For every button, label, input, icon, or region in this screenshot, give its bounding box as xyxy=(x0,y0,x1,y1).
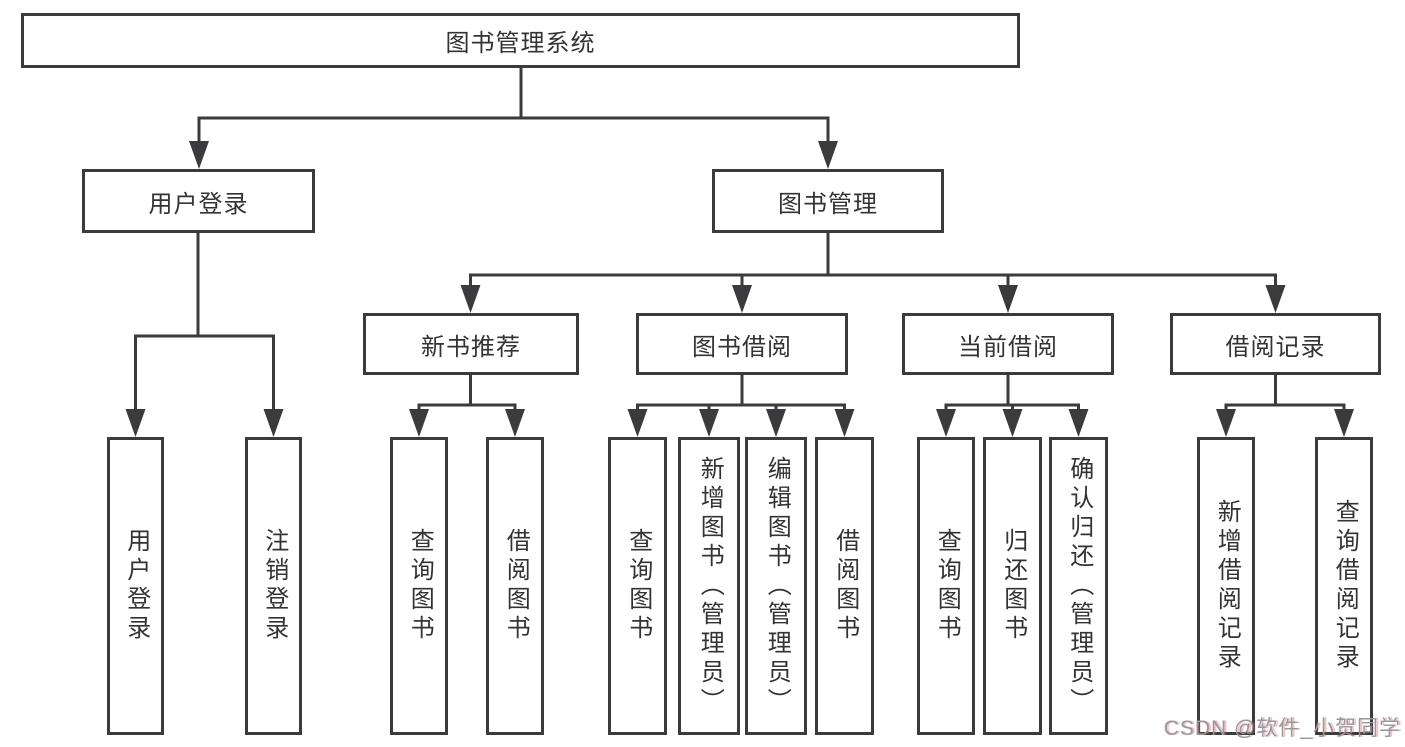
leaf-bb-query-books-label: 查询图书 xyxy=(624,528,652,644)
leaf-bb-borrow-books-label: 借阅图书 xyxy=(831,528,859,644)
leaf-bb-add-books-admin-label: 新增图书（管理员） xyxy=(696,455,724,717)
edge-current-borrow-split xyxy=(944,375,1080,409)
leaf-bb-add-books-admin: 新增图书（管理员） xyxy=(678,437,740,735)
edge-book-mgmt-split xyxy=(469,273,1277,285)
leaf-bb-edit-books-admin-label: 编辑图书（管理员） xyxy=(763,455,791,717)
leaf-logout-label: 注销登录 xyxy=(260,528,288,644)
leaf-br-query-record: 查询借阅记录 xyxy=(1315,437,1373,735)
arrow-down-icon xyxy=(627,409,648,437)
edge-user-login-split xyxy=(134,334,275,409)
leaf-nb-borrow-books-label: 借阅图书 xyxy=(502,528,530,644)
edge-book-borrow-split xyxy=(636,375,846,409)
arrow-down-icon xyxy=(1216,409,1236,437)
arrow-down-icon xyxy=(818,141,838,169)
edge-level1-split xyxy=(197,116,830,141)
leaf-cb-confirm-return-admin: 确认归还（管理员） xyxy=(1049,437,1108,735)
node-new-book-recommend-label: 新书推荐 xyxy=(421,333,521,361)
leaf-cb-query-books-label: 查询图书 xyxy=(933,528,961,644)
edge-borrow-records-split xyxy=(1224,375,1346,409)
node-book-management: 图书管理 xyxy=(712,169,944,233)
node-book-management-label: 图书管理 xyxy=(778,190,878,218)
leaf-cb-query-books: 查询图书 xyxy=(917,437,975,735)
leaf-bb-edit-books-admin: 编辑图书（管理员） xyxy=(745,437,807,735)
arrow-down-icon xyxy=(699,409,719,437)
arrow-down-icon xyxy=(936,409,956,437)
leaf-logout: 注销登录 xyxy=(245,437,302,735)
leaf-nb-query-books-label: 查询图书 xyxy=(406,528,434,644)
node-user-login: 用户登录 xyxy=(82,169,315,233)
arrow-down-icon xyxy=(1002,409,1023,437)
node-new-book-recommend: 新书推荐 xyxy=(363,313,579,375)
arrow-down-icon xyxy=(460,285,481,313)
leaf-cb-return-books-label: 归还图书 xyxy=(999,528,1027,644)
leaf-cb-confirm-return-admin-label: 确认归还（管理员） xyxy=(1065,455,1093,717)
arrow-down-icon xyxy=(834,409,855,437)
arrow-down-icon xyxy=(1334,409,1354,437)
arrow-down-icon xyxy=(998,285,1018,313)
leaf-br-add-record: 新增借阅记录 xyxy=(1197,437,1255,735)
arrow-down-icon xyxy=(125,409,146,437)
arrow-down-icon xyxy=(263,409,284,437)
leaf-cb-return-books: 归还图书 xyxy=(983,437,1042,735)
arrow-down-icon xyxy=(189,141,209,169)
arrow-down-icon xyxy=(505,409,525,437)
leaf-bb-borrow-books: 借阅图书 xyxy=(815,437,874,735)
arrow-down-icon xyxy=(732,285,752,313)
node-book-borrow: 图书借阅 xyxy=(636,313,848,375)
tree-edges xyxy=(134,68,1346,409)
node-current-borrow: 当前借阅 xyxy=(902,313,1114,375)
leaf-nb-borrow-books: 借阅图书 xyxy=(486,437,544,735)
arrowhead-icons xyxy=(125,141,1354,437)
node-root: 图书管理系统 xyxy=(21,13,1020,68)
node-borrow-records: 借阅记录 xyxy=(1170,313,1381,375)
arrow-down-icon xyxy=(1265,285,1286,313)
edge-new-book-split xyxy=(417,375,517,409)
arrow-down-icon xyxy=(766,409,786,437)
arrow-down-icon xyxy=(1068,409,1089,437)
node-current-borrow-label: 当前借阅 xyxy=(958,333,1058,361)
node-user-login-label: 用户登录 xyxy=(148,190,249,218)
leaf-nb-query-books: 查询图书 xyxy=(390,437,448,735)
leaf-br-query-record-label: 查询借阅记录 xyxy=(1331,499,1359,673)
csdn-watermark: CSDN @软件_小贺同学 xyxy=(1163,717,1401,740)
leaf-user-login: 用户登录 xyxy=(107,437,164,735)
node-book-borrow-label: 图书借阅 xyxy=(692,333,792,361)
node-borrow-records-label: 借阅记录 xyxy=(1225,333,1326,361)
node-root-label: 图书管理系统 xyxy=(445,30,596,57)
arrow-down-icon xyxy=(409,409,429,437)
leaf-user-login-label: 用户登录 xyxy=(122,528,150,644)
leaf-br-add-record-label: 新增借阅记录 xyxy=(1213,499,1241,673)
leaf-bb-query-books: 查询图书 xyxy=(608,437,667,735)
